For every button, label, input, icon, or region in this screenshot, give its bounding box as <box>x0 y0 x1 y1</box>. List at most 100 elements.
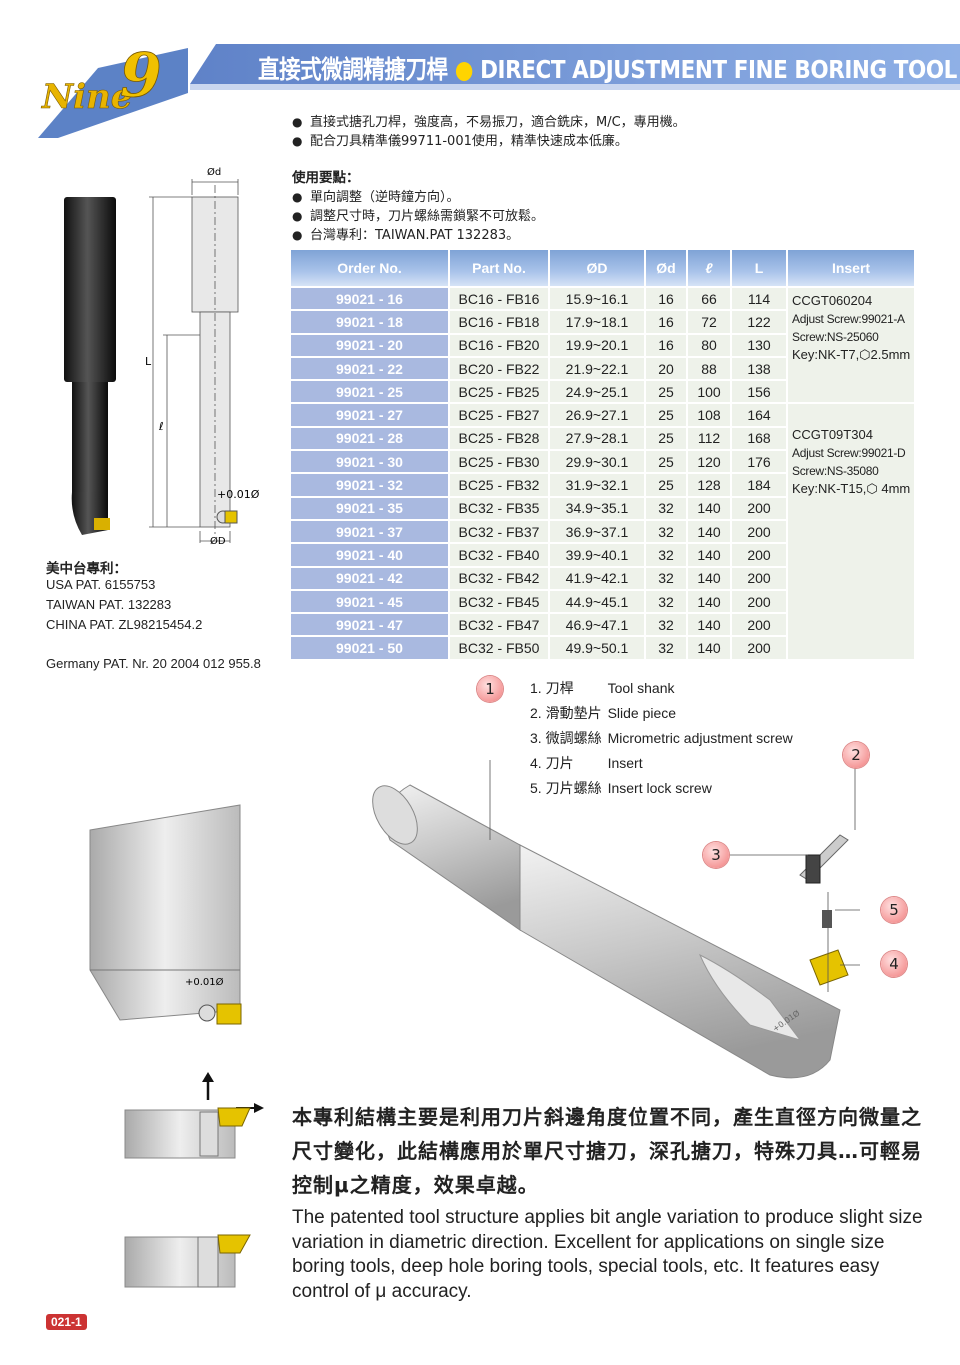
length-L-cell: 200 <box>732 637 786 661</box>
part-no-cell: BC32 - FB37 <box>450 520 548 545</box>
page-title: 直接式微調精搪刀桿 ● DIRECT ADJUSTMENT FINE BORIN… <box>258 50 957 86</box>
length-L-cell: 200 <box>732 497 786 521</box>
part-no-cell: BC16 - FB16 <box>450 288 548 312</box>
od-range-cell: 36.9~37.1 <box>550 520 644 545</box>
order-no-cell: 99021 - 37 <box>291 520 448 545</box>
part-no-cell: BC32 - FB47 <box>450 614 548 638</box>
label-OD: ØD <box>210 535 226 547</box>
od-range-cell: 26.9~27.1 <box>550 404 644 428</box>
insert-line: Adjust Screw:99021-D <box>792 446 906 461</box>
part-no-cell: BC16 - FB20 <box>450 334 548 358</box>
od-range-cell: 27.9~28.1 <box>550 427 644 452</box>
order-no-cell: 99021 - 32 <box>291 474 448 498</box>
bullet-icon: ● <box>292 209 303 223</box>
od-range-cell: 24.9~25.1 <box>550 381 644 405</box>
part-no-cell: BC32 - FB35 <box>450 497 548 521</box>
order-no-cell: 99021 - 16 <box>291 288 448 312</box>
part-en: Slide piece <box>607 705 677 721</box>
exploded-tool-illustration: +0.01Ø <box>372 760 860 1079</box>
part-no-cell: BC20 - FB22 <box>450 357 548 382</box>
length-l-cell: 140 <box>688 637 730 661</box>
patent-germany: Germany PAT. Nr. 20 2004 012 955.8 <box>46 656 261 671</box>
intro-text-1: 直接式搪孔刀桿，強度高，不易振刀，適合銑床，M/C，專用機。 <box>310 115 686 130</box>
length-L-cell: 156 <box>732 381 786 405</box>
cross-section-diagram: +0.01Ø <box>89 804 242 1025</box>
length-l-cell: 140 <box>688 567 730 591</box>
usage-bullet: ● 單向調整（逆時鐘方向）。 <box>292 186 460 205</box>
insert-line: Screw:NS-25060 <box>792 330 879 344</box>
usage-title: 使用要點： <box>292 170 360 186</box>
part-cn: 刀片螺絲 <box>545 780 602 796</box>
insert-line: Key:NK-T15,⬡ 4mm <box>792 481 911 497</box>
part-no-cell: BC25 - FB28 <box>450 427 548 452</box>
length-l-cell: 140 <box>688 614 730 638</box>
col-insert: Insert <box>788 250 914 288</box>
dimension-drawing: Ød L ℓ +0.01Ø ØD <box>145 166 260 547</box>
shank-dia-cell: 32 <box>646 614 686 638</box>
label-L: L <box>145 355 152 368</box>
callout-2: 2 <box>843 742 869 768</box>
page-number: 021-1 <box>46 1314 87 1330</box>
part-no-cell: BC32 - FB45 <box>450 590 548 615</box>
shank-dia-cell: 32 <box>646 567 686 591</box>
shank-dia-cell: 25 <box>646 404 686 428</box>
part-en: Tool shank <box>607 680 675 696</box>
length-l-cell: 140 <box>688 544 730 568</box>
shank-dia-cell: 16 <box>646 311 686 335</box>
order-no-cell: 99021 - 45 <box>291 590 448 615</box>
length-l-cell: 120 <box>688 451 730 475</box>
od-range-cell: 39.9~40.1 <box>550 544 644 568</box>
bullet-icon: ● <box>292 115 303 129</box>
order-no-cell: 99021 - 20 <box>291 334 448 358</box>
length-L-cell: 200 <box>732 567 786 591</box>
order-no-cell: 99021 - 35 <box>291 497 448 521</box>
patent-title: 美中台專利： <box>46 561 127 576</box>
bullet-icon: ● <box>292 134 303 148</box>
adjustment-diagram-2 <box>124 1234 251 1288</box>
bullet-icon: ● <box>292 228 303 242</box>
length-L-cell: 176 <box>732 451 786 475</box>
length-l-cell: 88 <box>688 357 730 382</box>
part-en: Insert lock screw <box>607 780 712 796</box>
description-cn: 本專利結構主要是利用刀片斜邊角度位置不同，產生直徑方向微量之尺寸變化，此結構應用… <box>292 1105 922 1197</box>
length-L-cell: 200 <box>732 614 786 638</box>
col-part-no: Part No. <box>450 250 548 288</box>
bullet-icon: ● <box>292 190 303 204</box>
od-range-cell: 15.9~16.1 <box>550 288 644 312</box>
length-l-cell: 128 <box>688 474 730 498</box>
col-od: Ød <box>646 250 686 288</box>
nine9-logo: Nine 9 <box>38 41 188 138</box>
part-num: 1 <box>530 680 538 696</box>
length-l-cell: 72 <box>688 311 730 335</box>
length-l-cell: 80 <box>688 334 730 358</box>
od-range-cell: 34.9~35.1 <box>550 497 644 521</box>
svg-text:9: 9 <box>120 41 162 111</box>
shank-dia-cell: 25 <box>646 451 686 475</box>
usage-text-1: 單向調整（逆時鐘方向）。 <box>310 190 460 205</box>
callout-4: 4 <box>881 951 907 977</box>
insert-line: Key:NK-T7,⬡2.5mm <box>792 347 911 362</box>
shank-dia-cell: 20 <box>646 357 686 382</box>
title-en: DIRECT ADJUSTMENT FINE BORING TOOL <box>480 55 957 84</box>
part-no-cell: BC32 - FB50 <box>450 637 548 661</box>
intro-text-2: 配合刀具精準儀99711-001使用，精準快速成本低廉。 <box>310 134 628 149</box>
part-en: Micrometric adjustment screw <box>607 730 793 746</box>
intro-bullet: ● 配合刀具精準儀99711-001使用，精準快速成本低廉。 <box>292 130 628 149</box>
svg-text:Nine: Nine <box>41 77 132 117</box>
part-num: 3 <box>530 730 538 746</box>
insert-line: CCGT060204 <box>792 293 873 308</box>
length-L-cell: 200 <box>732 590 786 615</box>
od-range-cell: 41.9~42.1 <box>550 567 644 591</box>
shank-dia-cell: 32 <box>646 497 686 521</box>
